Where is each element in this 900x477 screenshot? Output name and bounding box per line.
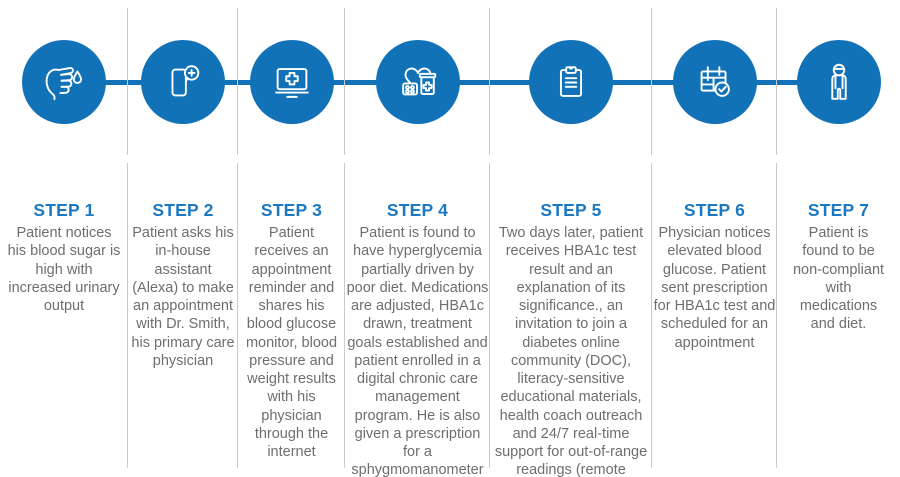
- person-icon: [816, 59, 862, 105]
- step-icon-circle: [796, 40, 881, 124]
- step-text-band: STEP 2 Patient asks his in-house assista…: [128, 190, 238, 370]
- step-icon-circle: [375, 40, 460, 124]
- step-description: Patient is found to have hyperglycemia p…: [346, 225, 489, 477]
- step-icon-circle: [22, 40, 106, 124]
- finger-prick-blood-drop-icon: [41, 59, 87, 105]
- step-column: STEP 6 Physician notices elevated blood …: [652, 0, 777, 477]
- step-column: STEP 7 Patient is found to be non-compli…: [777, 0, 900, 477]
- step-label: STEP 3: [260, 200, 323, 220]
- heart-medications-icon: [395, 59, 441, 105]
- step-text-band: STEP 7 Patient is found to be non-compli…: [777, 190, 900, 334]
- step-label: STEP 7: [807, 200, 870, 220]
- step-icon-band: [0, 40, 128, 190]
- step-icon-band: [128, 40, 238, 190]
- step-label: STEP 4: [386, 200, 449, 220]
- smartphone-voice-assistant-icon: [160, 59, 206, 105]
- calendar-check-icon: [692, 59, 738, 105]
- step-description: Patient asks his in-house assistant (Ale…: [131, 225, 235, 369]
- step-description: Physician notices elevated blood glucose…: [653, 225, 776, 351]
- step-label: STEP 1: [33, 200, 95, 220]
- step-text-band: STEP 3 Patient receives an appointment r…: [238, 190, 345, 461]
- step-icon-band: [490, 40, 652, 190]
- step-icon-circle: [249, 40, 334, 124]
- step-text-band: STEP 5 Two days later, patient receives …: [490, 190, 652, 477]
- step-column: STEP 5 Two days later, patient receives …: [490, 0, 652, 477]
- step-text-band: STEP 4 Patient is found to have hypergly…: [345, 190, 490, 477]
- clipboard-icon: [548, 59, 594, 105]
- step-column: STEP 3 Patient receives an appointment r…: [238, 0, 345, 477]
- step-icon-band: [777, 40, 900, 190]
- step-label: STEP 6: [683, 200, 746, 220]
- step-icon-band: [652, 40, 777, 190]
- step-text-band: STEP 6 Physician notices elevated blood …: [652, 190, 777, 352]
- step-icon-circle: [141, 40, 225, 124]
- step-label: STEP 5: [540, 200, 602, 220]
- step-icon-band: [238, 40, 345, 190]
- step-description: Two days later, patient receives HBA1c t…: [494, 225, 648, 477]
- step-icon-circle: [529, 40, 613, 124]
- step-icon-circle: [672, 40, 757, 124]
- step-label: STEP 2: [152, 200, 214, 220]
- telehealth-monitor-icon: [269, 59, 315, 105]
- step-icon-band: [345, 40, 490, 190]
- step-column: STEP 2 Patient asks his in-house assista…: [128, 0, 238, 477]
- step-description: Patient is found to be non-compliant wit…: [792, 225, 885, 333]
- step-column: STEP 1 Patient notices his blood sugar i…: [0, 0, 128, 477]
- step-description: Patient receives an appointment reminder…: [245, 225, 338, 461]
- step-description: Patient notices his blood sugar is high …: [7, 225, 121, 315]
- step-text-band: STEP 1 Patient notices his blood sugar i…: [0, 190, 128, 315]
- step-column: STEP 4 Patient is found to have hypergly…: [345, 0, 490, 477]
